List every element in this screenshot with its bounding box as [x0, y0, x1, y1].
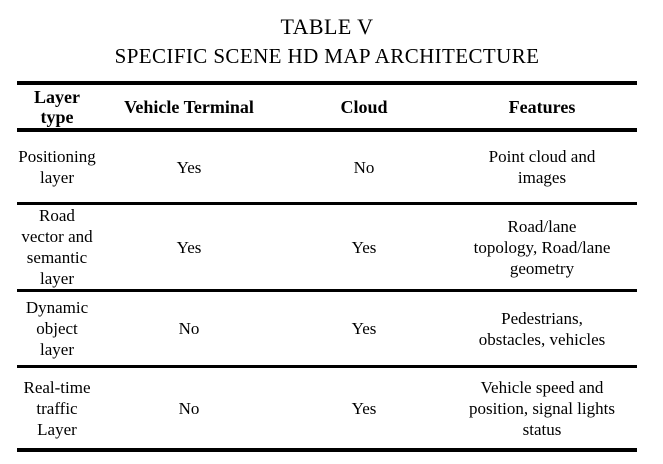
- table-row-road-vector-semantic-layer: Road vector and semantic layer Yes Yes R…: [17, 204, 637, 291]
- cell-layer-type: Positioning layer: [18, 147, 96, 187]
- cell-cloud: No: [353, 157, 375, 177]
- column-header-features: Features: [508, 96, 576, 117]
- cell-cloud: Yes: [351, 319, 377, 338]
- cell-vehicle-terminal: No: [178, 398, 200, 418]
- cell-layer-type: Dynamic object layer: [25, 298, 89, 359]
- cell-features: Vehicle speed and position, signal light…: [469, 377, 615, 439]
- hd-map-architecture-table: Layer type Vehicle Terminal Cloud Featur…: [17, 81, 637, 452]
- cell-cloud: Yes: [351, 398, 377, 418]
- cell-vehicle-terminal: No: [178, 319, 200, 338]
- cell-vehicle-terminal: Yes: [176, 237, 202, 257]
- table-title: SPECIFIC SCENE HD MAP ARCHITECTURE: [114, 44, 540, 68]
- table-caption: TABLE V SPECIFIC SCENE HD MAP ARCHITECTU…: [17, 0, 637, 70]
- table-row-real-time-traffic-layer: Real-time traffic Layer No Yes Vehicle s…: [17, 367, 637, 450]
- table-number: TABLE V: [280, 14, 374, 39]
- cell-features: Pedestrians, obstacles, vehicles: [478, 308, 606, 349]
- cell-features: Point cloud and images: [488, 147, 596, 187]
- column-header-layer-type: Layer type: [34, 86, 80, 127]
- column-header-vehicle-terminal: Vehicle Terminal: [124, 96, 254, 117]
- cell-layer-type: Road vector and semantic layer: [21, 206, 93, 288]
- cell-layer-type: Real-time traffic Layer: [23, 377, 91, 439]
- cell-features: Road/lane topology, Road/lane geometry: [473, 216, 611, 278]
- column-header-cloud: Cloud: [340, 96, 388, 117]
- header-row: Layer type Vehicle Terminal Cloud Featur…: [17, 83, 637, 130]
- table-row-positioning-layer: Positioning layer Yes No Point cloud and…: [17, 130, 637, 204]
- table-row-dynamic-object-layer: Dynamic object layer No Yes Pedestrians,…: [17, 291, 637, 367]
- cell-cloud: Yes: [351, 237, 377, 257]
- cell-vehicle-terminal: Yes: [176, 157, 202, 177]
